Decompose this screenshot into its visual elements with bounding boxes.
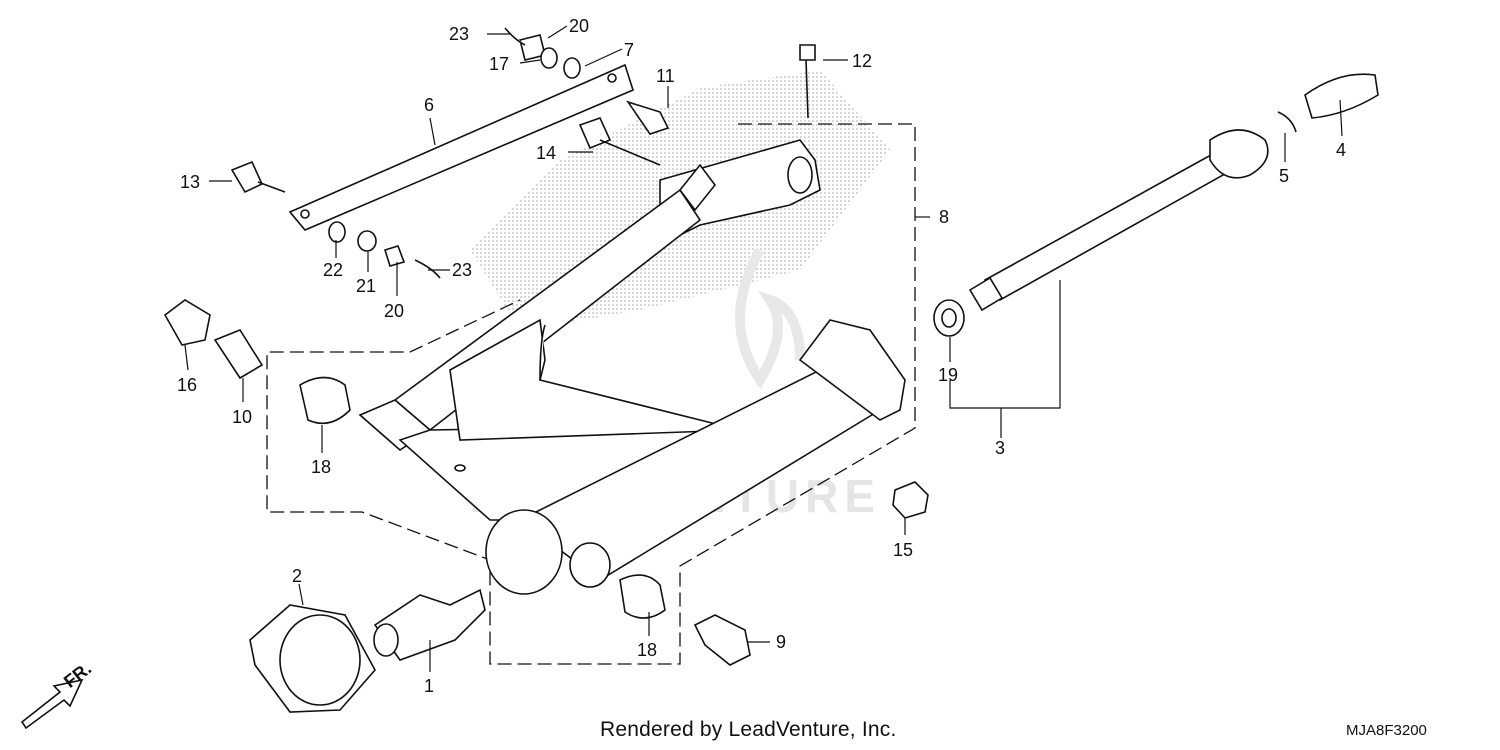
callout-3: 3 [995,438,1005,458]
callout-21: 21 [356,276,376,296]
spacer-bar-hardware [230,27,816,279]
callout-12: 12 [852,51,872,71]
callout-23-mid: 23 [452,260,472,280]
callout-18-lower: 18 [637,640,657,660]
callout-10: 10 [232,407,252,427]
callout-19: 19 [938,365,958,385]
callout-4: 4 [1336,140,1346,160]
pivot-parts [163,299,666,619]
callout-7: 7 [624,40,634,60]
callout-18-pivot: 18 [311,457,331,477]
drive-shaft [933,73,1379,337]
callout-8: 8 [939,207,949,227]
callout-5: 5 [1279,166,1289,186]
callout-labels: 1 2 3 4 5 6 7 8 9 10 11 12 13 14 15 16 1… [177,16,1346,696]
callout-6: 6 [424,95,434,115]
callout-22: 22 [323,260,343,280]
render-credit: Rendered by LeadVenture, Inc. [600,718,897,741]
lower-parts [249,481,929,713]
leader-lines [184,25,1343,672]
callout-17: 17 [489,54,509,74]
callout-20-mid: 20 [384,301,404,321]
callout-20-top: 20 [569,16,589,36]
diagram-code: MJA8F3200 [1346,722,1427,739]
swing-arm [358,139,906,595]
callout-1: 1 [424,676,434,696]
callout-15: 15 [893,540,913,560]
callout-2: 2 [292,566,302,586]
front-direction-arrow [20,678,84,730]
callout-11: 11 [656,66,675,86]
callout-16: 16 [177,375,197,395]
callout-23-top: 23 [449,24,469,44]
callout-13: 13 [180,172,200,192]
callout-14: 14 [536,143,556,163]
callout-9: 9 [776,632,786,652]
